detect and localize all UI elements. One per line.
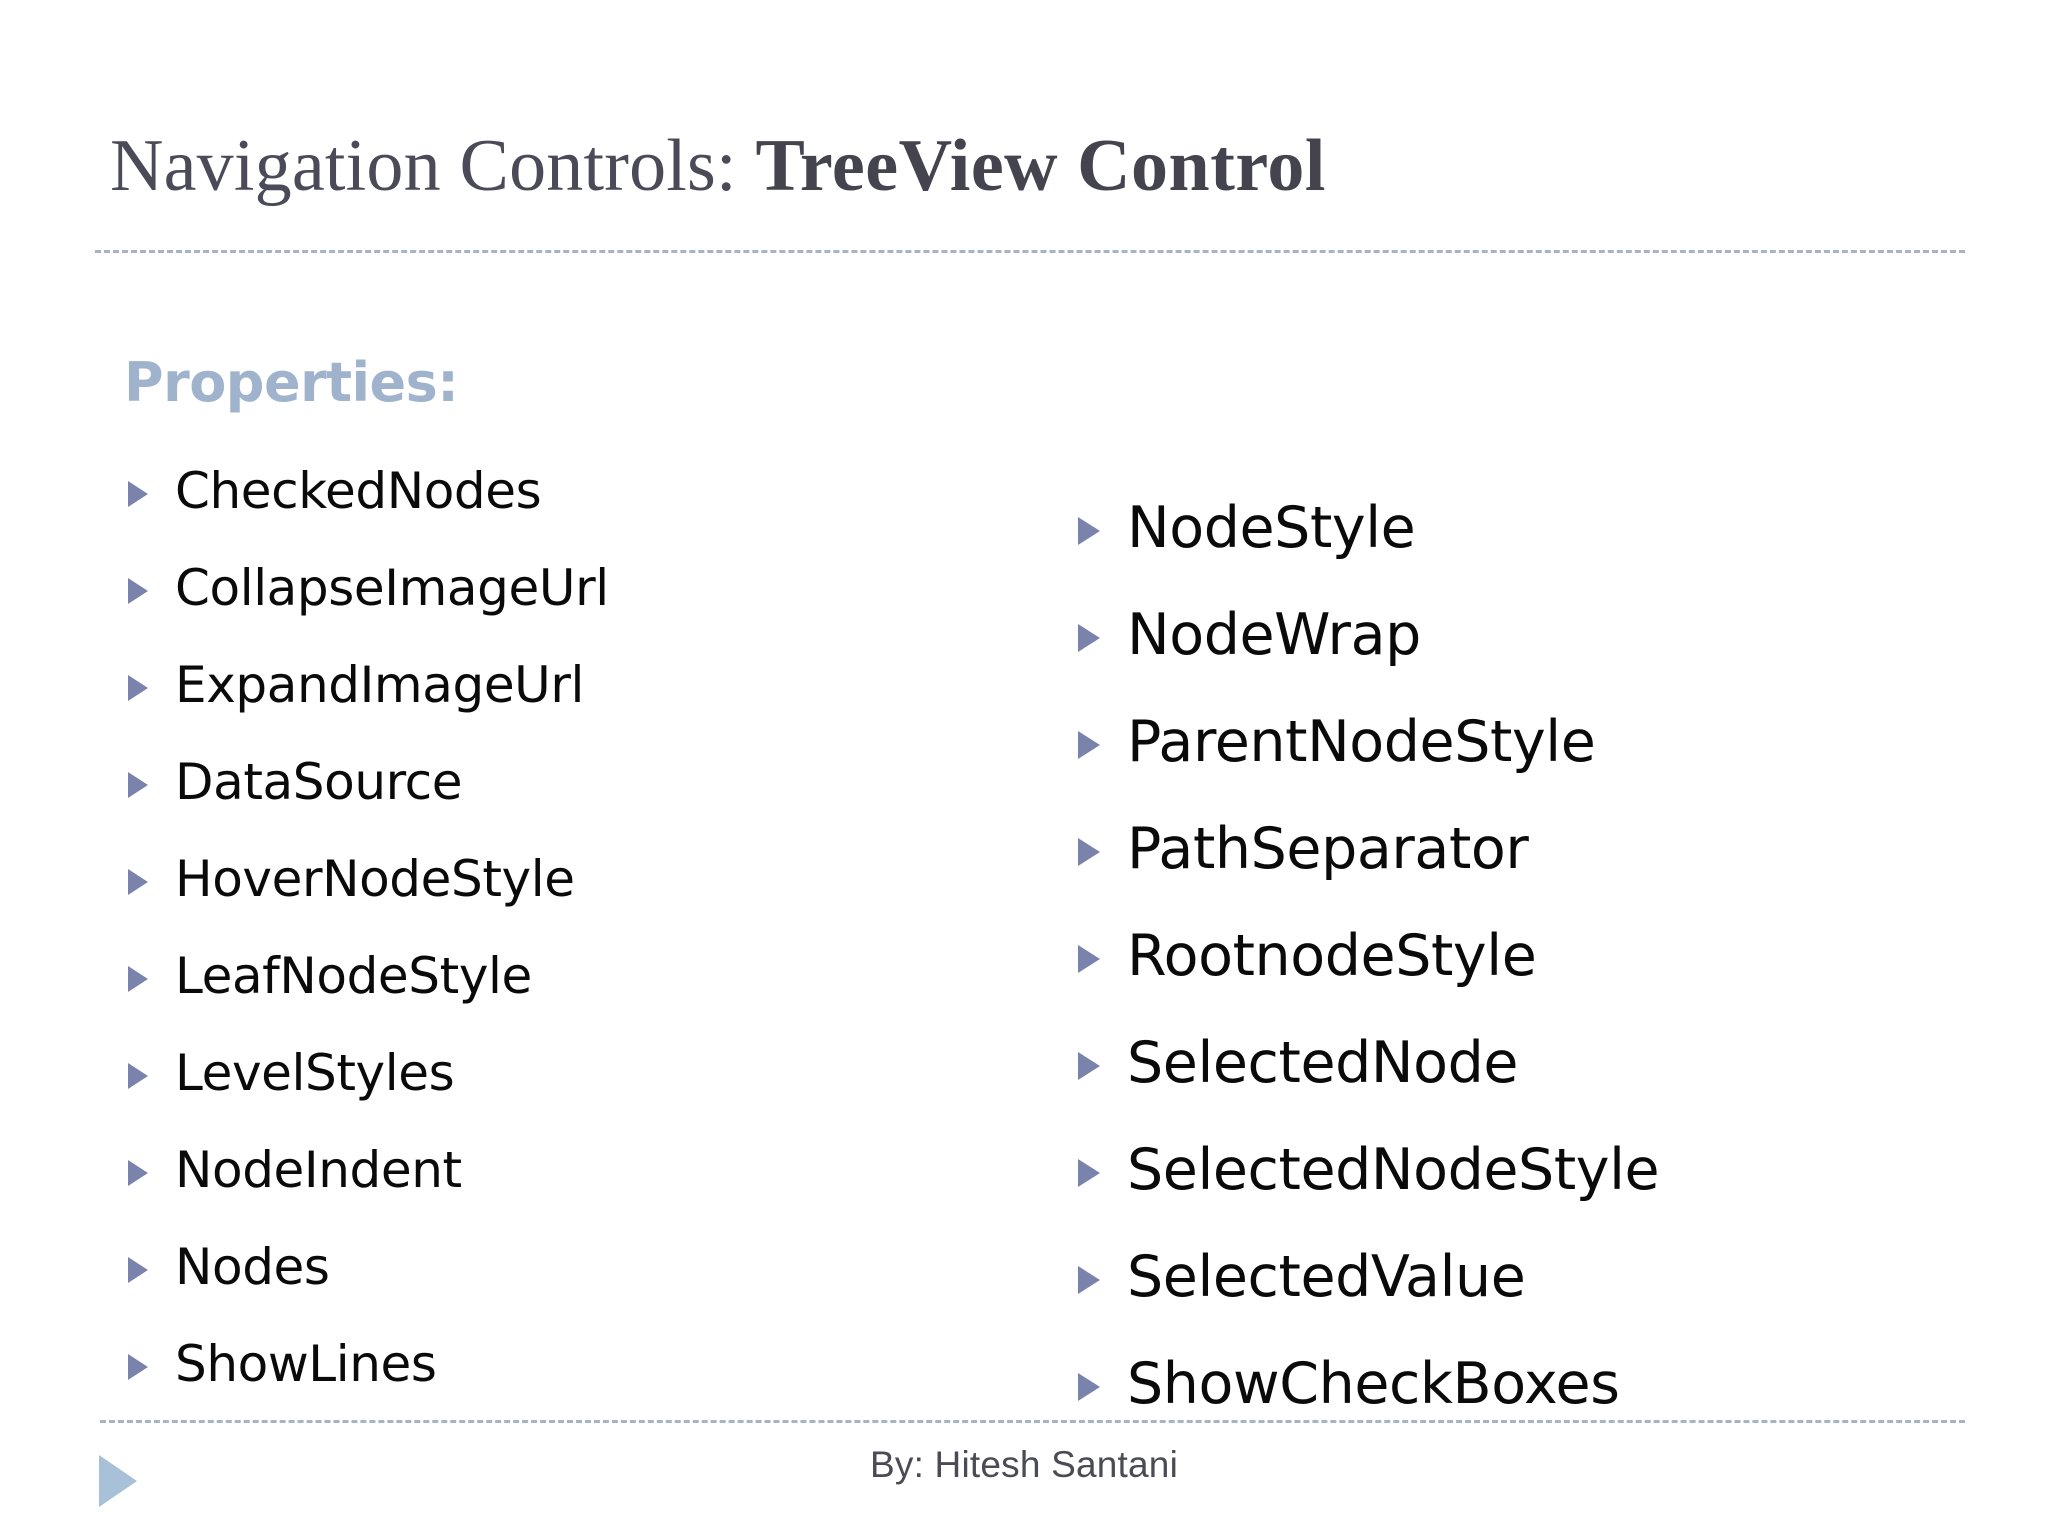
triangle-right-icon: [1070, 838, 1127, 868]
list-item-label: ShowLines: [175, 1335, 437, 1393]
list-item[interactable]: NodeIndent: [120, 1141, 950, 1238]
list-item[interactable]: Nodes: [120, 1238, 950, 1335]
list-item[interactable]: NodeStyle: [1070, 495, 1970, 602]
list-item-label: NodeStyle: [1127, 495, 1416, 561]
list-item[interactable]: CollapseImageUrl: [120, 559, 950, 656]
list-item-label: Nodes: [175, 1238, 330, 1296]
list-item[interactable]: ExpandImageUrl: [120, 656, 950, 753]
list-item-label: ExpandImageUrl: [175, 656, 585, 714]
list-item[interactable]: ShowCheckBoxes: [1070, 1351, 1970, 1458]
list-item[interactable]: NodeWrap: [1070, 602, 1970, 709]
list-item[interactable]: ParentNodeStyle: [1070, 709, 1970, 816]
triangle-right-icon: [1070, 624, 1127, 654]
list-item[interactable]: ShowLines: [120, 1335, 950, 1432]
triangle-right-icon: [120, 481, 175, 508]
triangle-right-icon: [120, 1354, 175, 1381]
list-item-label: LevelStyles: [175, 1044, 455, 1102]
triangle-right-icon: [1070, 731, 1127, 761]
page-title-prefix: Navigation Controls:: [110, 125, 756, 207]
list-item-label: SelectedNodeStyle: [1127, 1137, 1660, 1203]
title-divider: [95, 250, 1965, 253]
triangle-right-icon: [120, 1063, 175, 1090]
triangle-right-icon: [120, 869, 175, 896]
list-item-label: DataSource: [175, 753, 463, 811]
list-item[interactable]: SelectedNode: [1070, 1030, 1970, 1137]
list-item-label: PathSeparator: [1127, 816, 1529, 882]
list-item[interactable]: DataSource: [120, 753, 950, 850]
triangle-right-icon: [120, 772, 175, 799]
page-title: Navigation Controls: TreeView Control: [110, 125, 1960, 207]
list-item-label: RootnodeStyle: [1127, 923, 1537, 989]
properties-list-left: CheckedNodes CollapseImageUrl ExpandImag…: [120, 462, 950, 1432]
triangle-right-icon: [120, 966, 175, 993]
list-item[interactable]: LevelStyles: [120, 1044, 950, 1141]
list-item[interactable]: RootnodeStyle: [1070, 923, 1970, 1030]
section-heading-properties: Properties:: [124, 351, 459, 414]
triangle-right-icon: [1070, 1052, 1127, 1082]
footer-credit: By: Hitesh Santani: [870, 1444, 1178, 1485]
list-item-label: SelectedValue: [1127, 1244, 1526, 1310]
list-item[interactable]: SelectedValue: [1070, 1244, 1970, 1351]
triangle-right-icon: [1070, 1159, 1127, 1189]
list-item[interactable]: PathSeparator: [1070, 816, 1970, 923]
list-item[interactable]: HoverNodeStyle: [120, 850, 950, 947]
list-item[interactable]: CheckedNodes: [120, 462, 950, 559]
list-item-label: ShowCheckBoxes: [1127, 1351, 1620, 1417]
triangle-right-icon: [120, 1257, 175, 1284]
title-area: Navigation Controls: TreeView Control: [110, 125, 1960, 238]
properties-list-right: NodeStyle NodeWrap ParentNodeStyle PathS…: [1070, 495, 1970, 1458]
list-item[interactable]: LeafNodeStyle: [120, 947, 950, 1044]
triangle-right-icon: [1070, 1373, 1127, 1403]
list-item-label: ParentNodeStyle: [1127, 709, 1596, 775]
list-item-label: CheckedNodes: [175, 462, 542, 520]
triangle-right-icon: [99, 1455, 137, 1507]
triangle-right-icon: [120, 1160, 175, 1187]
triangle-right-icon: [120, 675, 175, 702]
triangle-right-icon: [1070, 945, 1127, 975]
list-item-label: HoverNodeStyle: [175, 850, 575, 908]
triangle-right-icon: [1070, 517, 1127, 547]
footer-divider: [100, 1420, 1965, 1423]
triangle-right-icon: [120, 578, 175, 605]
list-item-label: NodeIndent: [175, 1141, 462, 1199]
page-title-emphasis: TreeView Control: [755, 125, 1326, 207]
list-item-label: SelectedNode: [1127, 1030, 1519, 1096]
list-item-label: NodeWrap: [1127, 602, 1421, 668]
triangle-right-icon: [1070, 1266, 1127, 1296]
list-item-label: CollapseImageUrl: [175, 559, 609, 617]
list-item[interactable]: SelectedNodeStyle: [1070, 1137, 1970, 1244]
list-item-label: LeafNodeStyle: [175, 947, 532, 1005]
